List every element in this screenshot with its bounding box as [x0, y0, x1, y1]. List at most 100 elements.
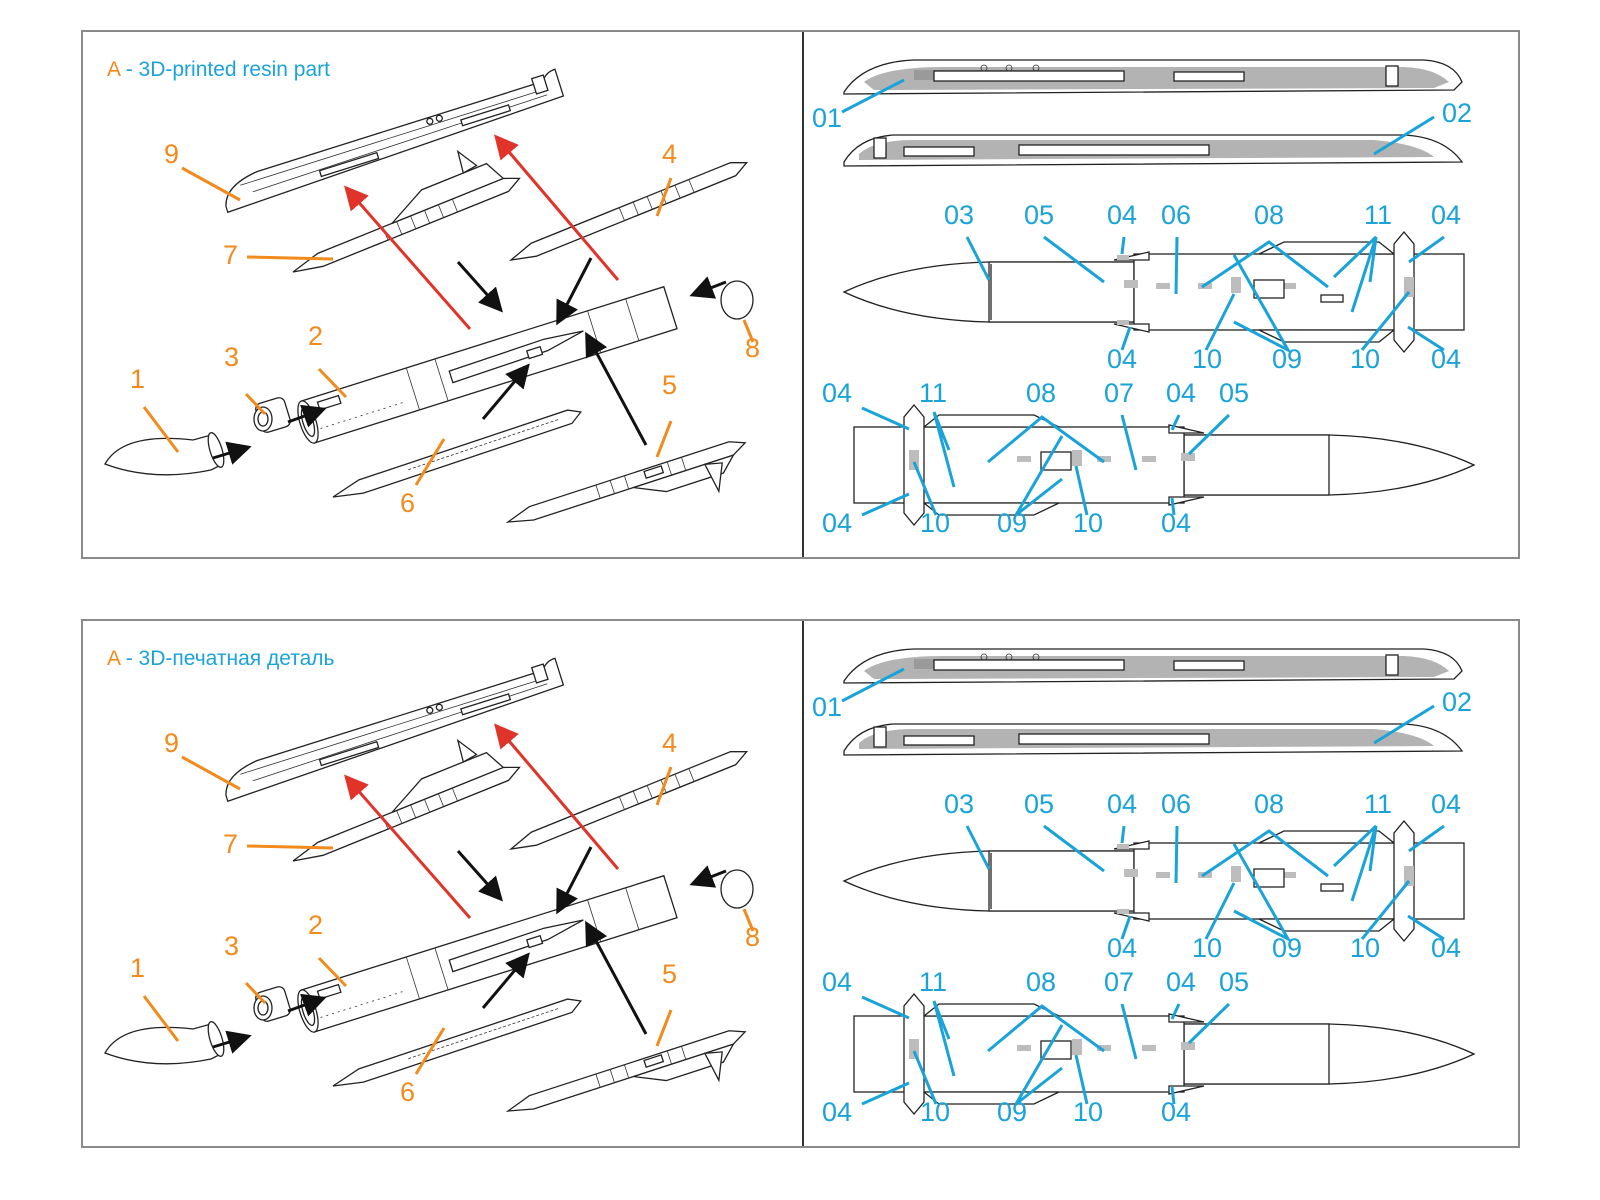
decal-number: 04: [1107, 200, 1137, 230]
attach-arrow: [344, 185, 472, 330]
assembly-arrow: [689, 276, 727, 299]
assembly-arrow: [212, 1030, 252, 1054]
legend-title: A - 3D-printed resin part: [107, 58, 330, 82]
assembly-view: 1 2 3 4 5 6 7 8 9: [104, 657, 760, 1112]
panel-divider: [802, 32, 804, 557]
attach-arrow: [344, 774, 472, 919]
decal-views: 01 02 03 05 04 06 08 11: [812, 59, 1476, 538]
decal-number: 04: [822, 508, 852, 538]
decal-number: 04: [1107, 789, 1137, 819]
missile-bottom-view: [853, 403, 1476, 527]
decal-number: 03: [944, 789, 974, 819]
decal-number: 10: [1073, 1097, 1103, 1127]
decal-number: 01: [812, 692, 842, 722]
decal-number: 04: [1431, 344, 1461, 374]
part-number-7: 7: [223, 829, 238, 859]
assembly-arrows: [212, 846, 727, 1054]
instruction-sheet-en: A - 3D-printed resin part: [81, 30, 1520, 559]
decal-number: 04: [1161, 1097, 1191, 1127]
pylon-right-side-view: [843, 134, 1464, 167]
part-5-lower-fin-section: [505, 441, 747, 523]
pylon-left-side-view: [843, 648, 1463, 684]
part-number-9: 9: [164, 728, 179, 758]
assembly-arrow: [287, 404, 327, 428]
assembly-arrow: [456, 261, 503, 313]
decal-number: 05: [1024, 789, 1054, 819]
part-3-seeker-ring: [253, 986, 291, 1022]
legend-caption: - 3D-printed resin part: [125, 58, 330, 81]
decal-number: 11: [919, 378, 947, 408]
part-number-1: 1: [130, 364, 145, 394]
assembly-view: 1 2 3 4 5 6 7 8 9: [104, 68, 760, 523]
decal-number: 11: [919, 967, 947, 997]
decal-number: 05: [1219, 967, 1249, 997]
part-9-pylon: [225, 68, 565, 214]
decal-number: 08: [1254, 200, 1284, 230]
part-number-2: 2: [308, 321, 323, 351]
decal-number: 04: [1431, 200, 1461, 230]
decal-number: 04: [1161, 508, 1191, 538]
legend-letter: A: [107, 58, 120, 81]
legend-title: A - 3D-печатная деталь: [107, 647, 334, 671]
part-number-7: 7: [223, 240, 238, 270]
assembly-arrow: [556, 846, 593, 915]
instruction-sheet-ru: A - 3D-печатная деталь: [81, 619, 1520, 1148]
attach-arrow: [494, 723, 620, 870]
part-number-8: 8: [745, 333, 760, 363]
decal-number: 04: [822, 967, 852, 997]
decal-number: 08: [1254, 789, 1284, 819]
decal-number: 04: [1431, 789, 1461, 819]
decal-number: 10: [1350, 933, 1380, 963]
part-8-end-cap: [720, 280, 754, 320]
decal-views: 01 02 03 05 04 06 08 11: [812, 648, 1476, 1127]
assembly-arrow: [481, 952, 530, 1009]
sheet-artwork: 1 2 3 4 5 6 7 8 9: [104, 59, 1476, 538]
decal-number: 11: [1364, 200, 1392, 230]
part-4-strake-section: [508, 161, 749, 261]
assembly-arrow: [585, 920, 648, 1035]
decal-number: 04: [1166, 378, 1196, 408]
part-callouts: 1 2 3 4 5 6 7 8 9: [130, 728, 760, 1107]
decal-number: 04: [822, 1097, 852, 1127]
pylon-right-side-view: [843, 723, 1464, 756]
part-5-lower-fin-section: [505, 1030, 747, 1112]
part-3-seeker-ring: [253, 397, 291, 433]
assembly-arrows: [212, 257, 727, 465]
sheet-artwork: 1 2 3 4 5 6 7 8 9: [104, 648, 1476, 1127]
decal-number: 01: [812, 103, 842, 133]
decal-number: 09: [997, 508, 1027, 538]
attach-arrows: [344, 134, 620, 330]
assembly-arrow: [585, 331, 648, 446]
part-2-main-body: [297, 285, 678, 444]
decal-number: 05: [1219, 378, 1249, 408]
part-number-9: 9: [164, 139, 179, 169]
assembly-arrow: [456, 850, 503, 902]
decal-number: 02: [1442, 687, 1472, 717]
part-7-fin-section: [292, 738, 521, 862]
part-number-1: 1: [130, 953, 145, 983]
decal-callouts: 01 02 03 05 04 06 08 11: [812, 667, 1472, 1127]
part-1-nose-cone: [104, 1021, 225, 1065]
part-9-pylon: [225, 657, 565, 803]
decal-number: 09: [997, 1097, 1027, 1127]
part-number-6: 6: [400, 488, 415, 518]
part-8-end-cap: [720, 869, 754, 909]
panel-divider: [802, 621, 804, 1146]
part-number-8: 8: [745, 922, 760, 952]
decal-number: 10: [1350, 344, 1380, 374]
assembly-arrow: [556, 257, 593, 326]
missile-top-view: [842, 819, 1465, 943]
attach-arrows: [344, 723, 620, 919]
decal-number: 10: [1073, 508, 1103, 538]
decal-number: 04: [1431, 933, 1461, 963]
assembly-arrow: [481, 363, 530, 420]
decal-number: 04: [1166, 967, 1196, 997]
decal-number: 08: [1026, 967, 1056, 997]
part-callouts: 1 2 3 4 5 6 7 8 9: [130, 139, 760, 518]
part-4-strake-section: [508, 750, 749, 850]
decal-number: 02: [1442, 98, 1472, 128]
legend-letter: A: [107, 647, 120, 670]
part-6-lower-fin-section: [332, 409, 583, 498]
assembly-arrow: [287, 993, 327, 1017]
decal-number: 07: [1104, 967, 1134, 997]
